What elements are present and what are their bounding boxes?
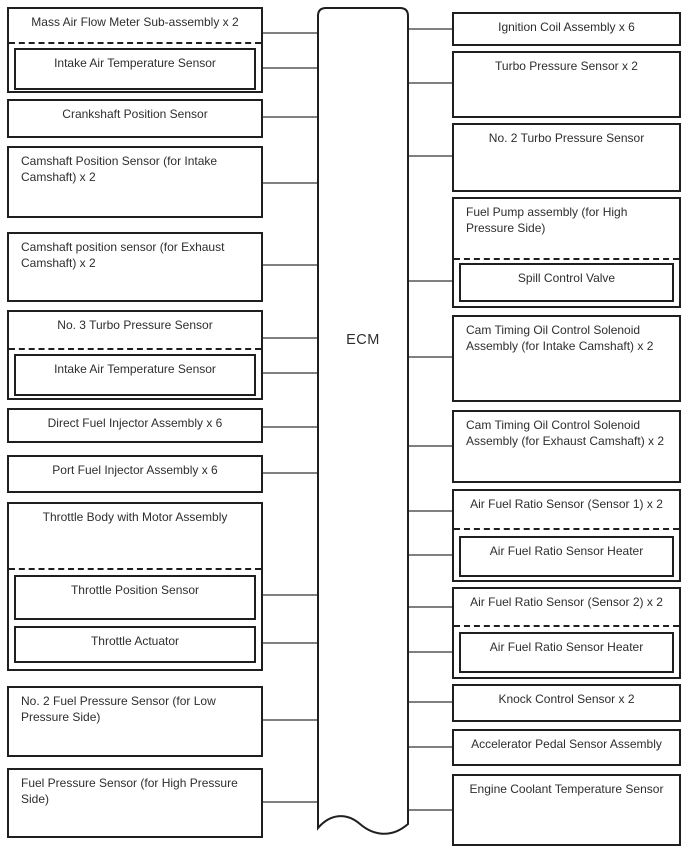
dashed-divider <box>9 568 261 570</box>
node-throttle-actuator: Throttle Actuator <box>14 626 256 663</box>
connector-line <box>261 182 317 184</box>
connector-line <box>261 801 317 803</box>
node-label: No. 3 Turbo Pressure Sensor <box>57 318 213 332</box>
node-cam-timing-solenoid-intake: Cam Timing Oil Control Solenoid Assembly… <box>452 315 681 402</box>
node-label: Cam Timing Oil Control Solenoid Assembly… <box>466 418 665 448</box>
connector-line <box>261 264 317 266</box>
ecm-block-outline <box>317 7 409 835</box>
connector-line <box>408 809 453 811</box>
connector-line <box>261 594 317 596</box>
node-mass-air-flow-meter: Mass Air Flow Meter Sub-assembly x 2 Int… <box>7 7 263 93</box>
node-camshaft-position-sensor-exhaust: Camshaft position sensor (for Exhaust Ca… <box>7 232 263 302</box>
connector-line <box>408 356 453 358</box>
node-label: Air Fuel Ratio Sensor (Sensor 1) x 2 <box>470 497 663 511</box>
node-label: Ignition Coil Assembly x 6 <box>498 20 635 34</box>
connector-line <box>408 701 453 703</box>
connector-line <box>261 472 317 474</box>
connector-line <box>261 32 317 34</box>
node-label: Air Fuel Ratio Sensor Heater <box>489 544 644 558</box>
node-label: Crankshaft Position Sensor <box>62 107 208 121</box>
connector-line <box>261 719 317 721</box>
node-direct-fuel-injector: Direct Fuel Injector Assembly x 6 <box>7 408 263 443</box>
dashed-divider <box>454 625 679 627</box>
node-label: Throttle Position Sensor <box>70 583 200 597</box>
dashed-divider <box>454 258 679 260</box>
node-crankshaft-position-sensor: Crankshaft Position Sensor <box>7 99 263 138</box>
connector-line <box>408 746 453 748</box>
connector-line <box>408 82 453 84</box>
node-intake-air-temperature-sensor-2: Intake Air Temperature Sensor <box>14 354 256 396</box>
node-port-fuel-injector: Port Fuel Injector Assembly x 6 <box>7 455 263 493</box>
node-label: Air Fuel Ratio Sensor (Sensor 2) x 2 <box>470 595 663 609</box>
ecm-label: ECM <box>346 332 380 348</box>
connector-line <box>408 606 453 608</box>
node-label: Engine Coolant Temperature Sensor <box>469 782 664 796</box>
node-throttle-body: Throttle Body with Motor Assembly Thrott… <box>7 502 263 671</box>
node-spill-control-valve: Spill Control Valve <box>459 263 674 302</box>
connector-line <box>408 445 453 447</box>
node-no2-turbo-pressure-sensor: No. 2 Turbo Pressure Sensor <box>452 123 681 192</box>
dashed-divider <box>9 42 261 44</box>
node-air-fuel-ratio-sensor-2: Air Fuel Ratio Sensor (Sensor 2) x 2 Air… <box>452 587 681 679</box>
node-label: No. 2 Fuel Pressure Sensor (for Low Pres… <box>21 694 216 724</box>
node-label: Camshaft position sensor (for Exhaust Ca… <box>21 240 225 270</box>
node-cam-timing-solenoid-exhaust: Cam Timing Oil Control Solenoid Assembly… <box>452 410 681 483</box>
connector-line <box>261 67 317 69</box>
node-label: Cam Timing Oil Control Solenoid Assembly… <box>466 323 654 353</box>
node-label: Accelerator Pedal Sensor Assembly <box>471 737 662 751</box>
node-label: Spill Control Valve <box>517 271 616 285</box>
ecm-block-shape <box>317 7 409 835</box>
connector-line <box>261 116 317 118</box>
node-label: Throttle Actuator <box>90 634 180 648</box>
node-label: Fuel Pressure Sensor (for High Pressure … <box>21 776 238 806</box>
node-engine-coolant-temperature-sensor: Engine Coolant Temperature Sensor <box>452 774 681 846</box>
connector-line <box>408 554 453 556</box>
node-air-fuel-ratio-sensor-1: Air Fuel Ratio Sensor (Sensor 1) x 2 Air… <box>452 489 681 582</box>
node-camshaft-position-sensor-intake: Camshaft Position Sensor (for Intake Cam… <box>7 146 263 218</box>
connector-line <box>408 510 453 512</box>
node-fuel-pump-assembly: Fuel Pump assembly (for High Pressure Si… <box>452 197 681 308</box>
connector-line <box>408 280 453 282</box>
node-label: Throttle Body with Motor Assembly <box>42 510 228 524</box>
dashed-divider <box>9 348 261 350</box>
connector-line <box>408 651 453 653</box>
connector-line <box>261 642 317 644</box>
node-label: Turbo Pressure Sensor x 2 <box>495 59 638 73</box>
node-ignition-coil: Ignition Coil Assembly x 6 <box>452 12 681 46</box>
node-turbo-pressure-sensor: Turbo Pressure Sensor x 2 <box>452 51 681 118</box>
connector-line <box>261 426 317 428</box>
node-label: Knock Control Sensor x 2 <box>498 692 635 706</box>
dashed-divider <box>454 528 679 530</box>
connector-line <box>261 372 317 374</box>
node-no3-turbo-pressure-sensor: No. 3 Turbo Pressure Sensor Intake Air T… <box>7 310 263 400</box>
connector-line <box>261 337 317 339</box>
connector-line <box>408 155 453 157</box>
node-label: Intake Air Temperature Sensor <box>54 362 216 376</box>
node-air-fuel-ratio-sensor-heater-2: Air Fuel Ratio Sensor Heater <box>459 632 674 673</box>
node-air-fuel-ratio-sensor-heater-1: Air Fuel Ratio Sensor Heater <box>459 536 674 577</box>
node-label: Fuel Pump assembly (for High Pressure Si… <box>466 205 628 235</box>
node-label: Mass Air Flow Meter Sub-assembly x 2 <box>31 15 239 29</box>
node-throttle-position-sensor: Throttle Position Sensor <box>14 575 256 620</box>
node-accelerator-pedal-sensor: Accelerator Pedal Sensor Assembly <box>452 729 681 766</box>
connector-line <box>408 28 453 30</box>
node-label: Intake Air Temperature Sensor <box>54 56 216 70</box>
node-label: Port Fuel Injector Assembly x 6 <box>52 463 218 477</box>
node-fuel-pressure-sensor-high: Fuel Pressure Sensor (for High Pressure … <box>7 768 263 838</box>
node-knock-control-sensor: Knock Control Sensor x 2 <box>452 684 681 722</box>
node-no2-fuel-pressure-sensor-low: No. 2 Fuel Pressure Sensor (for Low Pres… <box>7 686 263 757</box>
node-intake-air-temperature-sensor-1: Intake Air Temperature Sensor <box>14 48 256 90</box>
node-label: Camshaft Position Sensor (for Intake Cam… <box>21 154 218 184</box>
node-label: Air Fuel Ratio Sensor Heater <box>489 640 644 654</box>
node-label: Direct Fuel Injector Assembly x 6 <box>47 416 223 430</box>
node-label: No. 2 Turbo Pressure Sensor <box>488 131 645 145</box>
